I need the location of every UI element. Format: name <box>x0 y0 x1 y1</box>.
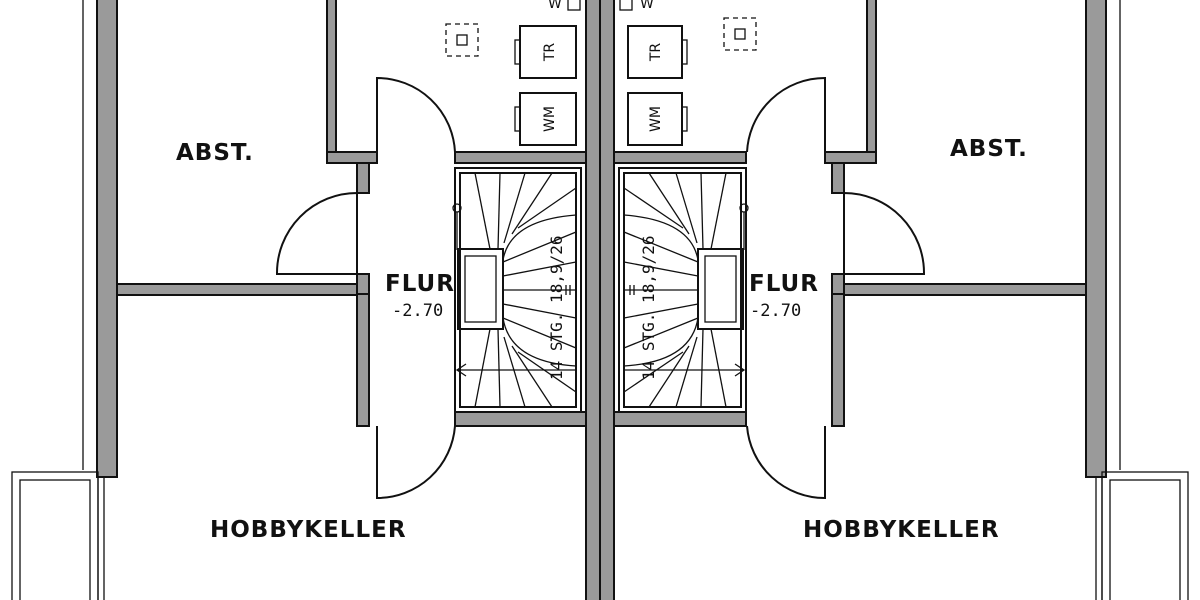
lightwell-right <box>1095 471 1189 600</box>
lightwell-left <box>11 471 105 600</box>
right-abst-hobby-wall <box>839 283 1087 296</box>
right-abst-door <box>843 192 926 275</box>
right-dryer: TR <box>627 25 688 79</box>
left-flur-label: FLUR <box>385 271 455 297</box>
left-dryer-label: TR <box>542 43 558 63</box>
left-flur-wall-lower <box>356 293 370 427</box>
left-floor-drain <box>445 23 479 57</box>
right-flur-wall-upper <box>831 162 845 194</box>
left-stair-label: 14 STG. 18,9/26 <box>547 236 566 381</box>
left-flur-wall-mid <box>356 273 370 295</box>
right-hobby-door <box>746 425 826 500</box>
left-partial-label: W <box>548 0 562 12</box>
left-storage-wall <box>326 0 337 154</box>
left-flur-level: -2.70 <box>392 301 443 321</box>
right-storage-wall-stub <box>824 151 877 164</box>
outer-wall-left <box>96 0 118 478</box>
left-abst-label: ABST. <box>176 140 254 166</box>
left-partial-fixture: W <box>548 0 581 12</box>
left-wm-label: WM <box>542 106 558 132</box>
right-laundry-wall <box>613 151 747 164</box>
left-abst-hobby-wall <box>116 283 361 296</box>
right-laundry-door <box>746 76 826 153</box>
left-flur-wall-upper <box>356 162 370 194</box>
right-hobby-label: HOBBYKELLER <box>803 517 1000 543</box>
right-flur-wall-lower <box>831 293 845 427</box>
right-abst-label: ABST. <box>950 136 1028 162</box>
right-flur-wall-mid <box>831 273 845 295</box>
right-stair-base-wall <box>613 411 747 427</box>
left-hobby-label: HOBBYKELLER <box>210 517 407 543</box>
right-dryer-label: TR <box>648 43 664 63</box>
left-stair-base-wall <box>454 411 587 427</box>
right-wm-label: WM <box>648 106 664 132</box>
right-partial-fixture: W <box>619 0 654 12</box>
outer-wall-right <box>1085 0 1107 478</box>
right-floor-drain <box>723 17 757 51</box>
left-abst-door <box>275 192 358 275</box>
right-washing-machine: WM <box>627 92 688 146</box>
right-flur-label: FLUR <box>749 271 819 297</box>
left-laundry-door <box>376 76 456 153</box>
left-storage-wall-stub <box>326 151 378 164</box>
left-laundry-wall <box>454 151 587 164</box>
right-storage-wall <box>866 0 877 154</box>
left-staircase <box>452 167 582 413</box>
left-hobby-door <box>376 425 456 500</box>
left-washing-machine: WM <box>514 92 577 146</box>
right-flur-level: -2.70 <box>750 301 801 321</box>
right-stair-label: 14 STG. 18,9/26 <box>639 236 658 381</box>
right-staircase <box>618 167 749 413</box>
left-dryer: TR <box>514 25 577 79</box>
right-partial-label: W <box>640 0 654 12</box>
